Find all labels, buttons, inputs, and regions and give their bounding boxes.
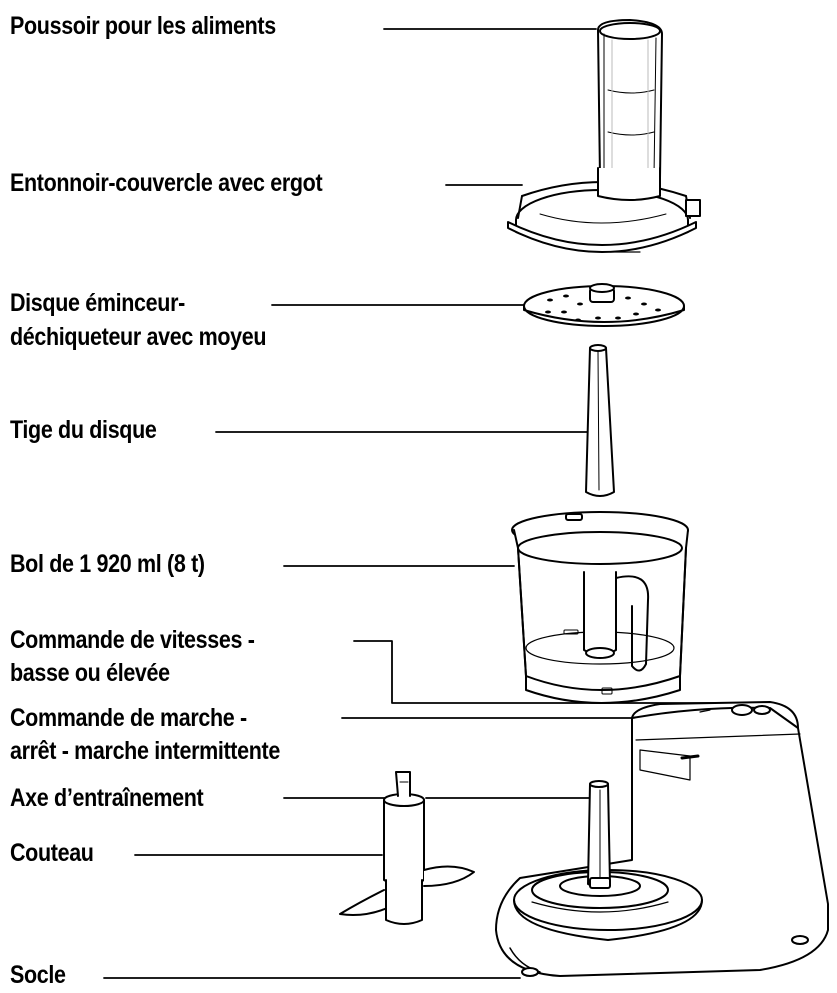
food-pusher-drawing [597, 19, 663, 183]
label-speed-control-line2: basse ou élevée [10, 659, 170, 687]
label-onoff-control-line1: Commande de marche - [10, 704, 247, 732]
label-disc-stem: Tige du disque [10, 416, 157, 444]
label-drive-shaft: Axe d’entraînement [10, 784, 204, 812]
label-base: Socle [10, 961, 66, 989]
label-speed-control-line1: Commande de vitesses - [10, 626, 255, 654]
label-lid-funnel: Entonnoir-couvercle avec ergot [10, 169, 323, 197]
leader-speed-control [353, 640, 739, 704]
label-bowl: Bol de 1 920 ml (8 t) [10, 550, 205, 578]
label-onoff-control-line2: arrêt - marche intermittente [10, 737, 280, 765]
disc-stem-drawing [585, 344, 615, 497]
label-food-pusher: Poussoir pour les aliments [10, 12, 276, 40]
bowl-drawing [511, 511, 689, 704]
base-drawing [495, 701, 829, 977]
disc-drawing [523, 283, 685, 327]
label-blade: Couteau [10, 839, 94, 867]
lid-drawing [507, 167, 701, 253]
label-disc-line1: Disque éminceur- [10, 289, 185, 317]
blade-drawing [339, 771, 475, 925]
label-disc-line2: déchiqueteur avec moyeu [10, 323, 267, 351]
